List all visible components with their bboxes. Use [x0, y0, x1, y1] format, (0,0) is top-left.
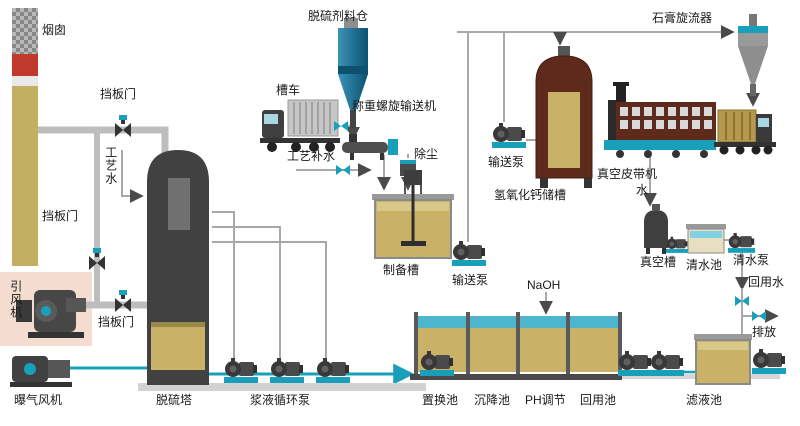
screw-conveyor-label: 称重螺旋输送机 [352, 99, 437, 113]
pump-icon [270, 358, 304, 383]
valve-icon [752, 311, 766, 321]
clean-pool-label: 清水池 [686, 258, 723, 272]
hydroxide-tank-label: 氢氧化钙储槽 [494, 188, 567, 202]
tower-platform [138, 383, 426, 391]
valve-icon [336, 165, 350, 175]
id-fan-label: 引风机 [8, 280, 23, 319]
reuse-water-label: 回用水 [748, 275, 785, 289]
fgd-tower-label: 脱硫塔 [156, 393, 193, 407]
gypsum-cyclone-icon [738, 14, 768, 96]
dust-removal-label: 除尘 [414, 147, 439, 161]
pump-icon [752, 349, 786, 374]
damper-icon [115, 290, 131, 312]
damper-icon [115, 115, 131, 137]
gypsum-truck-icon [714, 109, 776, 155]
makeup-water-label: 工艺补水 [287, 149, 336, 163]
process-pipes [121, 25, 779, 358]
damper-mid-label: 挡板门 [42, 209, 79, 223]
hydroxide-tank-icon [535, 46, 593, 188]
transfer-pump-lower-label: 输送泵 [452, 273, 489, 287]
flue-gas-ducts [30, 126, 169, 309]
silo-label: 脱硫剂料仓 [308, 9, 369, 23]
pool-train-icon [410, 312, 622, 380]
damper-bottom-label: 挡板门 [98, 315, 135, 329]
slurry-pump-label: 浆液循环泵 [250, 393, 311, 407]
vacuum-tank-label: 真空槽 [640, 255, 677, 269]
discharge-label: 排放 [752, 325, 777, 339]
id-fan-icon [16, 290, 86, 338]
prep-tank-label: 制备槽 [383, 263, 420, 277]
settling-pool-label: 沉降池 [474, 393, 511, 407]
pump-icon [452, 241, 486, 266]
pump-icon [316, 358, 350, 383]
prep-tank-icon [372, 170, 454, 259]
aeration-blower-icon [10, 356, 72, 387]
gypsum-cyclone-label: 石膏旋流器 [652, 11, 713, 25]
process-water-label: 工艺水 [103, 146, 118, 185]
tanker-truck-icon [260, 99, 340, 152]
chimney-label: 烟囱 [42, 23, 67, 37]
transfer-pump-upper-label: 输送泵 [488, 155, 525, 169]
pump-icon [728, 232, 755, 253]
screw-conveyor-icon [342, 134, 398, 160]
water-label: 水 [636, 183, 649, 197]
reuse-pool-label: 回用池 [580, 393, 617, 407]
clean-water-pool-icon [686, 224, 726, 254]
pump-icon [618, 351, 652, 376]
aeration-blower-label: 曝气风机 [14, 393, 63, 407]
ph-adjust-label: PH调节 [525, 393, 566, 407]
filtrate-pool-icon [694, 334, 752, 385]
pump-icon [650, 351, 684, 376]
clean-pump-label: 清水泵 [733, 253, 770, 267]
vacuum-tank-icon [644, 204, 668, 254]
pump-icon [492, 123, 526, 148]
filtrate-pool-label: 滤液池 [686, 393, 723, 407]
silo-icon [338, 18, 368, 128]
tank-truck-label: 槽车 [276, 83, 301, 97]
damper-top-label: 挡板门 [100, 87, 137, 101]
vacuum-belt-icon [604, 82, 716, 158]
pump-icon [224, 358, 258, 383]
fgd-tower-icon [147, 150, 209, 385]
vacuum-belt-label: 真空皮带机 [597, 167, 658, 181]
chimney-icon [12, 8, 38, 266]
naoh-label: NaOH [527, 278, 561, 292]
replacement-pool-label: 置换池 [422, 393, 459, 407]
